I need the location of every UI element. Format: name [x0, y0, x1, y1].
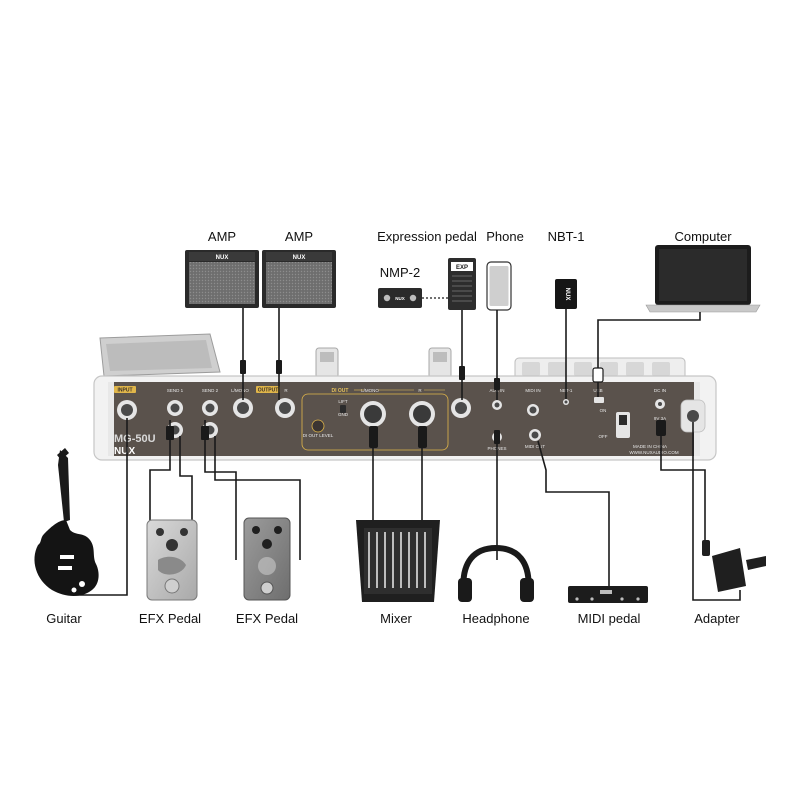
headphone	[458, 544, 534, 602]
panel-dc-in-label: DC IN	[654, 388, 666, 393]
nmp-logo: NUX	[395, 296, 405, 301]
efx-pedal-1	[146, 519, 198, 601]
guitar-label: Guitar	[46, 611, 82, 626]
phone-label: Phone	[486, 229, 524, 244]
panel-diout-l-label: L/MONO	[361, 388, 379, 393]
panel-output-badge: OUTPUT	[258, 388, 279, 394]
midi-in-jack[interactable]	[527, 404, 539, 416]
panel-gnd-label: GND	[338, 412, 349, 417]
exp-jack[interactable]	[451, 398, 471, 418]
cable-send2	[204, 420, 237, 560]
expression-pedal: EXP	[448, 258, 476, 310]
panel-output-r-label: R	[284, 388, 288, 393]
nmp-label: NMP-2	[380, 265, 420, 280]
mixer	[356, 520, 440, 602]
output-r-jack[interactable]	[275, 398, 295, 418]
diout-l-xlr[interactable]	[360, 401, 386, 427]
adapter-label: Adapter	[694, 611, 740, 626]
output-l-jack[interactable]	[233, 398, 253, 418]
exp-logo: EXP	[456, 265, 468, 271]
usb-port[interactable]	[594, 397, 604, 403]
amp-right-label: AMP	[285, 229, 313, 244]
panel-diout-label: DI OUT	[332, 388, 349, 394]
panel-diout-level-label: DI OUT LEVEL	[303, 433, 334, 438]
panel-lift-label: LIFT	[338, 399, 348, 404]
send2-jack[interactable]	[202, 400, 218, 416]
unit-knobs-top	[315, 347, 452, 379]
panel-brand: NUX	[114, 446, 135, 457]
send1-jack[interactable]	[167, 400, 183, 416]
midi-out-jack[interactable]	[529, 429, 541, 441]
panel-midi-in-label: MIDI IN	[525, 388, 540, 393]
panel-dc-spec-label: 9V 3A	[654, 416, 666, 421]
input-jack[interactable]	[117, 400, 137, 420]
nbt-label: NBT-1	[548, 229, 585, 244]
cable-guitar	[74, 418, 128, 596]
guitar	[34, 448, 99, 596]
laptop	[645, 245, 761, 313]
headphone-label: Headphone	[462, 611, 529, 626]
panel-on-label: ON	[600, 408, 607, 413]
diout-r-xlr[interactable]	[409, 401, 435, 427]
panel-made-in-label: MADE IN CHINA	[633, 444, 667, 449]
panel-off-label: OFF	[599, 434, 608, 439]
panel-model: MG-50U	[114, 433, 156, 445]
panel-diout-r-label: R	[418, 388, 422, 393]
cable-power	[660, 425, 706, 540]
mixer-label: Mixer	[380, 611, 412, 626]
cable-return2	[214, 436, 301, 560]
unit-rear-panel	[108, 382, 700, 456]
diout-frame	[301, 393, 449, 451]
computer-label: Computer	[674, 229, 732, 244]
cable-send1	[149, 420, 171, 540]
amp-right: NUX	[262, 250, 336, 308]
cable-clip	[680, 399, 706, 433]
nmp2-footswitch: NUX	[378, 288, 422, 308]
amp-right-logo: NUX	[293, 255, 306, 261]
amp-left-label: AMP	[208, 229, 236, 244]
panel-send1-label: SEND 1	[167, 388, 184, 393]
panel-midi-out-label: MIDI OUT	[525, 444, 545, 449]
amp-left-logo: NUX	[216, 255, 229, 261]
cable-midi	[537, 440, 610, 586]
diout-level-knob[interactable]	[311, 419, 325, 433]
midi-pedal-label: MIDI pedal	[578, 611, 641, 626]
panel-url-label: WWW.NUXAUDIO.COM	[629, 450, 678, 455]
unit-pedal-top-left	[99, 333, 221, 377]
panel-input-label: INPUT	[118, 388, 133, 394]
aux-in-jack[interactable]	[492, 400, 502, 410]
cable-computer	[597, 312, 701, 397]
amp-left: NUX	[185, 250, 259, 308]
power-switch[interactable]	[616, 412, 630, 438]
phone	[486, 261, 512, 311]
nbt-logo: NUX	[564, 288, 570, 301]
panel-output-l-label: L/MONO	[231, 388, 249, 393]
nbt1-dongle: NUX	[555, 279, 577, 309]
ground-lift-switch[interactable]	[340, 405, 346, 413]
expression-pedal-label: Expression pedal	[377, 229, 477, 244]
midi-pedal	[568, 586, 648, 603]
adapter	[702, 540, 766, 592]
efx-pedal-1-label: EFX Pedal	[139, 611, 201, 626]
efx-pedal-2-label: EFX Pedal	[236, 611, 298, 626]
nbt1-port[interactable]	[563, 399, 569, 405]
cable-adapter-loop	[692, 422, 741, 601]
efx-pedal-2	[243, 517, 291, 601]
dc-in-jack[interactable]	[655, 399, 665, 409]
panel-send2-label: SEND 2	[202, 388, 219, 393]
